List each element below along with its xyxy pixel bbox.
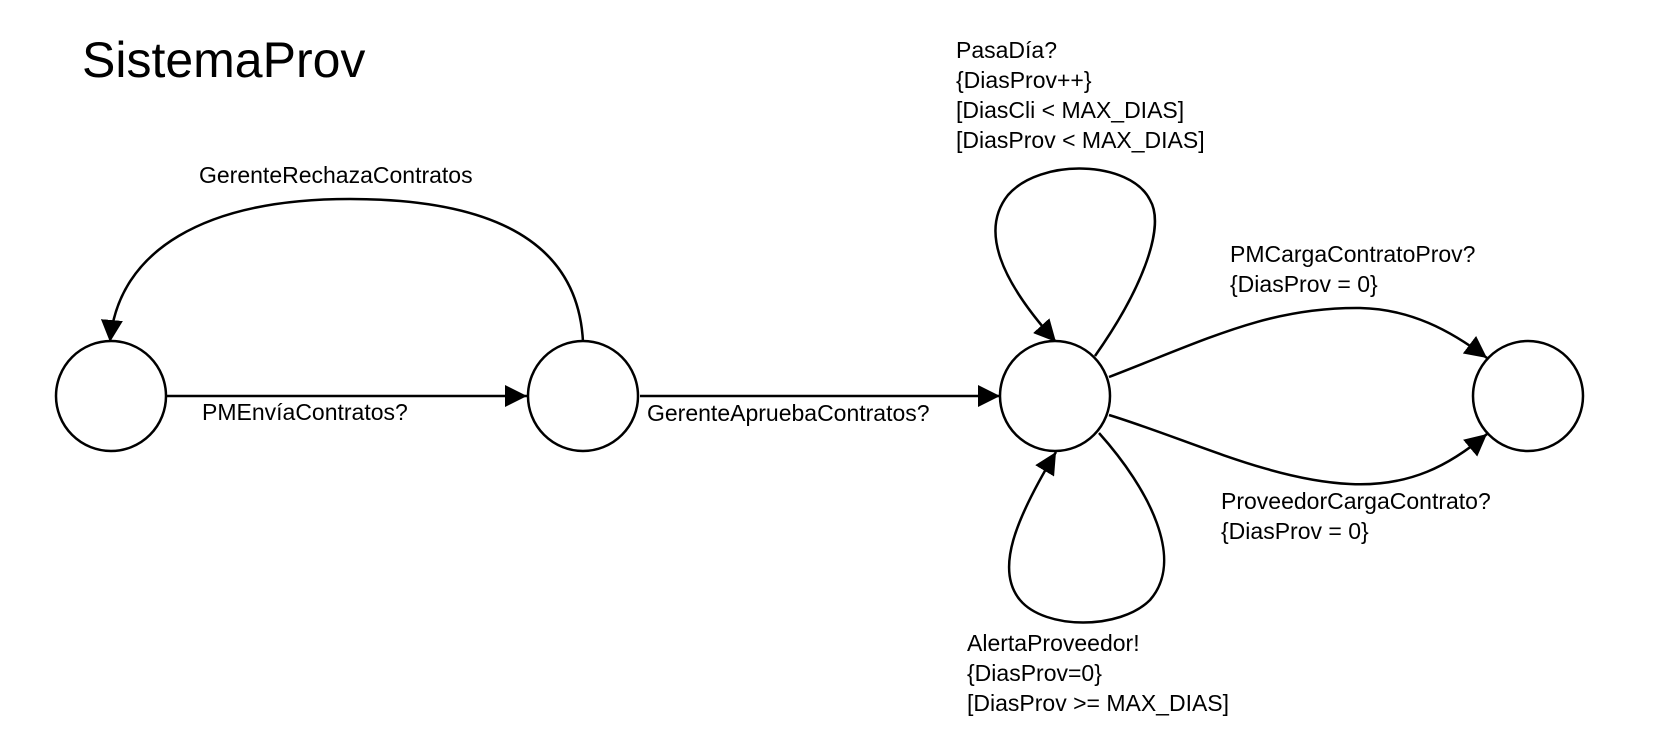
state-s0 [54,339,168,453]
transition-gerente-rechaza [100,197,585,343]
label-proveedor-carga: ProveedorCargaContrato? {DiasProv = 0} [1221,488,1491,544]
transition-alerta-proveedor [1007,432,1166,624]
transition-proveedor-carga [1108,413,1488,486]
state-s3 [1471,339,1585,453]
svg-text:{DiasProv=0}: {DiasProv=0} [967,660,1102,686]
label-pm-envia: PMEnvíaContratos? [202,399,408,425]
label-alerta-proveedor: AlertaProveedor! {DiasProv=0} [DiasProv … [967,630,1229,716]
state-s2 [998,339,1112,453]
svg-text:{DiasProv = 0}: {DiasProv = 0} [1221,518,1369,544]
label-pm-carga: PMCargaContratoProv? {DiasProv = 0} [1230,241,1475,297]
diagram-title: SistemaProv [82,32,365,88]
svg-text:PasaDía?: PasaDía? [956,37,1057,63]
transition-pm-carga [1108,306,1488,379]
svg-text:[DiasCli < MAX_DIAS]: [DiasCli < MAX_DIAS] [956,97,1184,123]
svg-text:{DiasProv++}: {DiasProv++} [956,67,1092,93]
svg-text:ProveedorCargaContrato?: ProveedorCargaContrato? [1221,488,1491,514]
svg-text:{DiasProv = 0}: {DiasProv = 0} [1230,271,1378,297]
svg-text:[DiasProv >= MAX_DIAS]: [DiasProv >= MAX_DIAS] [967,690,1229,716]
svg-text:AlertaProveedor!: AlertaProveedor! [967,630,1140,656]
label-gerente-aprueba: GerenteApruebaContratos? [647,400,930,426]
svg-text:PMCargaContratoProv?: PMCargaContratoProv? [1230,241,1475,267]
label-pasa-dia: PasaDía? {DiasProv++} [DiasCli < MAX_DIA… [956,37,1205,153]
svg-text:[DiasProv < MAX_DIAS]: [DiasProv < MAX_DIAS] [956,127,1205,153]
transition-pasa-dia [994,167,1157,357]
label-gerente-rechaza: GerenteRechazaContratos [199,162,473,188]
state-s1 [526,339,640,453]
